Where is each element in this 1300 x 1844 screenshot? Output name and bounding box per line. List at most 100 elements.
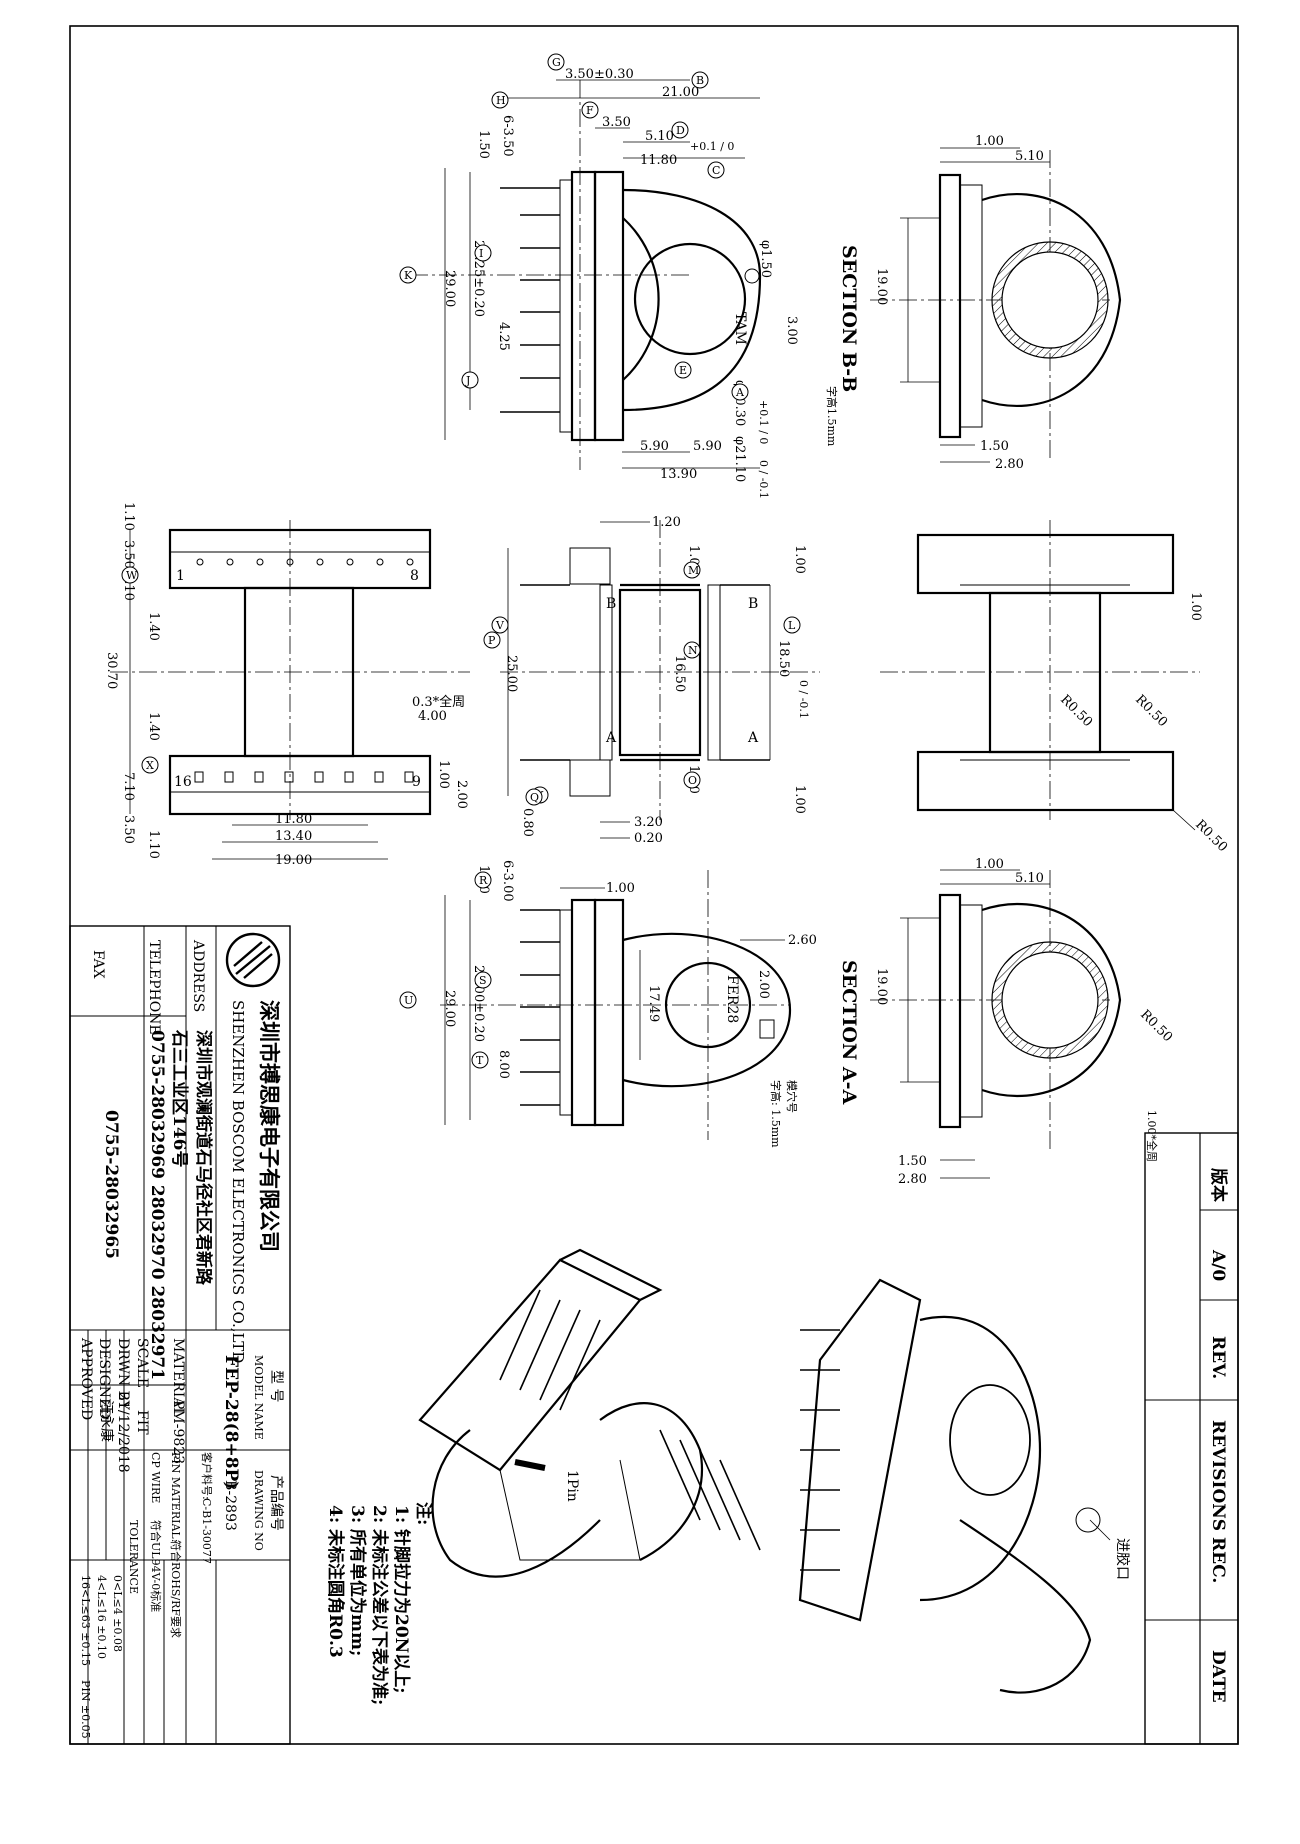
pin-material-value: 符合ROHS/RF要求 [169, 1540, 183, 1638]
section-marker-a-right: A [747, 730, 759, 746]
dim-6-3-00: 6-3.00 [500, 860, 515, 902]
note-4: 4: 未标注圆角R0.3 [325, 1505, 346, 1658]
balloon-letter: N [688, 644, 698, 657]
balloon-letter: X [146, 759, 154, 772]
version-label: 版本 [1208, 1168, 1229, 1202]
cp-wire-label: CP WIRE [149, 1452, 162, 1503]
radius-r050-c: R0.50 [1192, 817, 1230, 855]
drawing-no-cn: 产品编号 [268, 1475, 284, 1531]
dim-3-50-b: 3.50 [121, 815, 136, 844]
isometric-view-left: 1Pin [418, 1248, 761, 1578]
dim-11-80: 11.80 [640, 153, 677, 168]
balloon-letter: M [688, 564, 699, 577]
material-value: PM-9823 [170, 1400, 186, 1464]
balloon-circle [483, 631, 501, 649]
model-cn: 型 号 [268, 1370, 284, 1402]
dim-1-40-b: 1.40 [146, 712, 161, 741]
bobbin-bore-circle [633, 242, 747, 356]
company-name-cn: 深圳市搏思康电子有限公司 [257, 1000, 282, 1252]
full-circle-note-2: 1.00*全周 [1145, 1110, 1159, 1162]
bottom-view: 1 8 16 9 1.10 3.50 7.10 1.40 30.70 1.40 … [104, 502, 470, 868]
material-label: MATERIAL [170, 1338, 186, 1417]
right-side-view: 1.00 R0.50 R0.50 R0.50 [880, 520, 1230, 855]
dim-1-50: 1.50 [476, 130, 491, 159]
dim-4-25: 4.25 [496, 322, 511, 351]
font-height-1: 字高1.5mm [825, 386, 839, 447]
section-aa-label: SECTION A-A [838, 960, 860, 1105]
note-2: 2: 未标注公差以下表为准; [369, 1505, 390, 1705]
address-line1: 深圳市观澜街道石马径社区君新路 [193, 1030, 214, 1286]
balloon-letter: G [552, 56, 561, 69]
note-3: 3: 所有单位为mm; [347, 1505, 368, 1656]
balloon-letter: D [676, 124, 685, 137]
tam-label: TAM [732, 312, 748, 345]
dim-21-00: 21.00 [662, 85, 699, 100]
balloon-circle [471, 1051, 489, 1069]
balloon-circle [491, 91, 509, 109]
balloon-circle [671, 121, 689, 139]
balloon-letter: W [126, 569, 138, 582]
section-marker-b-right: B [748, 596, 758, 612]
top-view-pins [500, 187, 560, 413]
dim-8-00: 8.00 [496, 1050, 511, 1079]
balloon-letter: Q [530, 791, 539, 804]
balloon-letter: H [496, 94, 506, 107]
dim-phi-10-30-tol: +0.1 / 0 [757, 400, 770, 444]
balloon-circle [674, 361, 692, 379]
section-bb-label: SECTION B-B [838, 245, 860, 392]
balloon-letter: B [696, 74, 704, 87]
pin-number-16: 16 [174, 774, 192, 790]
balloon-circle [474, 244, 492, 262]
telephone-label: TELEPHONE [146, 940, 162, 1035]
balloon-circle [683, 641, 701, 659]
balloon-circle [491, 616, 509, 634]
dim-13-40: 13.40 [275, 829, 312, 844]
tolerance-row-4: PIN ±0.05 [79, 1680, 92, 1739]
dim-3-50-0-30: 3.50±0.30 [565, 67, 634, 82]
dim-1-00-bb: 1.00 [975, 134, 1004, 149]
pin1-label: 1Pin [564, 1470, 580, 1502]
dim-6-3-50: 6-3.50 [500, 115, 515, 157]
isometric-view-right: 进胶口 [798, 1278, 1131, 1694]
balloon-letter: J [465, 374, 470, 387]
bobbin-bore-circle-2 [664, 961, 752, 1049]
company-logo [225, 932, 281, 988]
balloon-letter: K [404, 269, 413, 282]
dim-phi-21-10: φ21.10 [732, 436, 747, 482]
balloon-circle [547, 53, 565, 71]
dim-1-10-a: 1.10 [121, 502, 136, 531]
pin-material-label: PIN MATERIAL: [169, 1452, 182, 1542]
font-height-2: 字高: 1.5mm [769, 1080, 783, 1148]
radius-r050-d: R0.50 [1137, 1007, 1175, 1045]
bottom-side-view: 6-3.00 1.50 1.00 26.00±0.20 29.00 17.49 … [440, 860, 817, 1148]
radius-r050-b: R0.50 [1132, 692, 1170, 730]
isometric-right-pins [800, 1329, 840, 1571]
section-aa-view: SECTION A-A 19.00 1.00 5.10 R0.50 1.00*全… [838, 857, 1175, 1187]
balloon-letter: C [712, 164, 720, 177]
dim-30-70: 30.70 [104, 652, 119, 689]
customer-pn-label: 客户料号: [200, 1452, 214, 1500]
scale-value: FIT [134, 1410, 150, 1435]
dim-2-80-bb: 2.80 [995, 457, 1024, 472]
balloon-letter: F [586, 104, 594, 117]
balloon-circle [525, 788, 543, 806]
address-line2: 石三工业区146号 [169, 1029, 189, 1168]
model-value: FEP-28(8+8P) [221, 1355, 241, 1489]
revision-table: 版本 A/0 REV. REVISIONS REC. DATE [1144, 1132, 1239, 1745]
designed-by: 汪永康 [98, 1400, 115, 1442]
dim-1-20: 1.20 [652, 515, 681, 530]
tolerance-row-3: 16<L≤63 ±0.15 [79, 1575, 92, 1666]
dim-19-00-bb: 19.00 [874, 268, 889, 305]
dim-phi-21-10-tol: 0 / -0.1 [757, 460, 770, 499]
balloon-circle [683, 561, 701, 579]
dim-3-00: 3.00 [784, 316, 799, 345]
dim-1-00-aa: 1.00 [975, 857, 1004, 872]
balloon-circle [731, 383, 749, 401]
balloon-letter: E [679, 364, 687, 377]
notes: 注: 1: 针脚拉力为20N以上; 2: 未标注公差以下表为准; 3: 所有单位… [325, 1502, 434, 1705]
dim-1-50-aa: 1.50 [898, 1154, 927, 1169]
dim-11-80-b: 11.80 [275, 812, 312, 827]
front-view: B B A A 1.20 1.00 1.00 25.00 16.50 18.50… [500, 515, 820, 846]
